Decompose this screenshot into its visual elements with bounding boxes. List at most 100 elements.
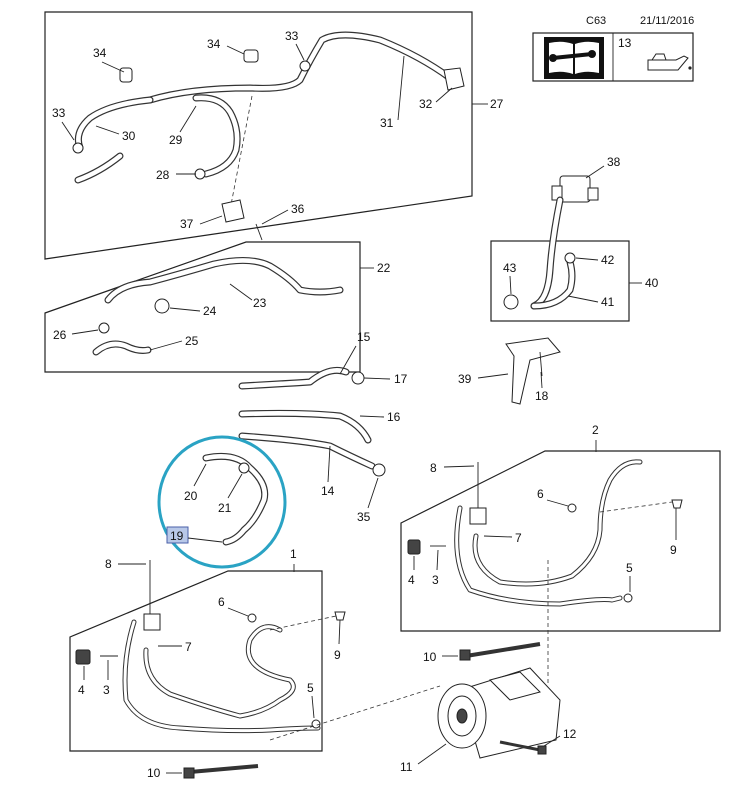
group-box-40 (490, 240, 630, 322)
bracket-37 (221, 199, 245, 223)
label-17: 17 (394, 372, 408, 386)
oil-can-icon (647, 53, 692, 71)
diagram-date: 21/11/2016 (640, 15, 694, 27)
hose-41 (530, 196, 576, 310)
label-12: 12 (563, 727, 577, 741)
clip-24 (154, 298, 170, 314)
highlight-circle-19 (157, 435, 287, 569)
connector-32 (443, 67, 465, 91)
label-37: 37 (180, 217, 194, 231)
label-9-left: 9 (334, 648, 341, 662)
label-7-left: 7 (185, 640, 192, 654)
bracket-7-left (143, 613, 161, 631)
label-28: 28 (156, 168, 170, 182)
label-8-left: 8 (105, 557, 112, 571)
ac-line-1 (122, 619, 321, 734)
hose-29 (192, 94, 241, 178)
label-2: 2 (592, 423, 599, 437)
label-1: 1 (290, 547, 297, 561)
group-box-22 (44, 241, 361, 373)
label-5-left: 5 (307, 681, 314, 695)
label-38: 38 (607, 155, 621, 169)
hose-15 (238, 366, 350, 390)
label-24: 24 (203, 304, 217, 318)
label-22: 22 (377, 261, 391, 275)
seal-5-right (623, 593, 633, 603)
label-8-right: 8 (430, 461, 437, 475)
nut-6-left (247, 613, 257, 623)
oil-ref-number: 13 (618, 36, 632, 50)
hose-19 (202, 452, 269, 546)
hose-16 (238, 409, 372, 444)
valve-38 (551, 175, 599, 203)
hose-14 (238, 432, 376, 470)
label-4-left: 4 (78, 683, 85, 697)
label-15: 15 (357, 330, 371, 344)
clamp-43 (503, 294, 519, 310)
bolt-36 (255, 223, 263, 241)
clamp-35 (372, 463, 386, 477)
label-30: 30 (122, 129, 136, 143)
clamp-42 (564, 252, 576, 264)
label-7-right: 7 (515, 531, 522, 545)
label-21: 21 (218, 501, 232, 515)
label-5-right: 5 (626, 561, 633, 575)
label-14: 14 (321, 484, 335, 498)
bolt-9-right (671, 499, 683, 509)
label-10-left: 10 (147, 766, 161, 780)
group-box-1 (69, 570, 323, 752)
label-32: 32 (419, 97, 433, 111)
hose-23 (104, 257, 344, 304)
label-9-right: 9 (670, 543, 677, 557)
clip-34-right (243, 49, 259, 63)
label-27: 27 (490, 97, 504, 111)
label-25: 25 (185, 334, 199, 348)
label-39: 39 (458, 372, 472, 386)
cap-4-left (75, 649, 91, 665)
label-20: 20 (184, 489, 198, 503)
label-6-left: 6 (218, 595, 225, 609)
clamp-26 (98, 322, 110, 334)
label-36: 36 (291, 202, 305, 216)
label-33-upper: 33 (285, 29, 299, 43)
hose-30 (74, 96, 154, 184)
label-10-right: 10 (423, 650, 437, 664)
bolt-9-left (334, 611, 346, 621)
hose-25 (92, 340, 152, 356)
label-42: 42 (601, 253, 615, 267)
selected-part-badge[interactable] (166, 526, 189, 544)
end-28 (194, 168, 206, 180)
dashed-link-37 (229, 95, 253, 211)
clip-34-left (119, 67, 133, 83)
bolt-10-right (459, 642, 541, 661)
compressor-11 (437, 667, 561, 759)
label-41: 41 (601, 295, 615, 309)
clamp-33-upper (299, 60, 311, 72)
clamp-21 (238, 462, 250, 474)
label-33-left: 33 (52, 106, 66, 120)
label-23: 23 (253, 296, 267, 310)
bracket-7-right (469, 507, 487, 525)
label-6-right: 6 (537, 487, 544, 501)
bolt-10-left (183, 764, 259, 779)
diagram-code: C63 (586, 15, 606, 27)
label-11: 11 (400, 760, 413, 774)
label-18: 18 (535, 389, 549, 403)
bracket-39 (505, 337, 561, 405)
group-box-2 (400, 450, 721, 632)
clamp-33-left (72, 142, 84, 154)
ac-line-2 (454, 459, 643, 607)
clamp-17 (351, 371, 365, 385)
label-34-right: 34 (207, 37, 221, 51)
label-40: 40 (645, 276, 659, 290)
label-3-right: 3 (432, 573, 439, 587)
label-3-left: 3 (103, 683, 110, 697)
seal-5-left (311, 719, 321, 729)
nut-6-right (567, 503, 577, 513)
label-35: 35 (357, 510, 371, 524)
label-19[interactable]: 19 (170, 529, 184, 543)
label-4-right: 4 (408, 573, 415, 587)
book-wrench-icon (544, 37, 604, 79)
label-29: 29 (169, 133, 183, 147)
